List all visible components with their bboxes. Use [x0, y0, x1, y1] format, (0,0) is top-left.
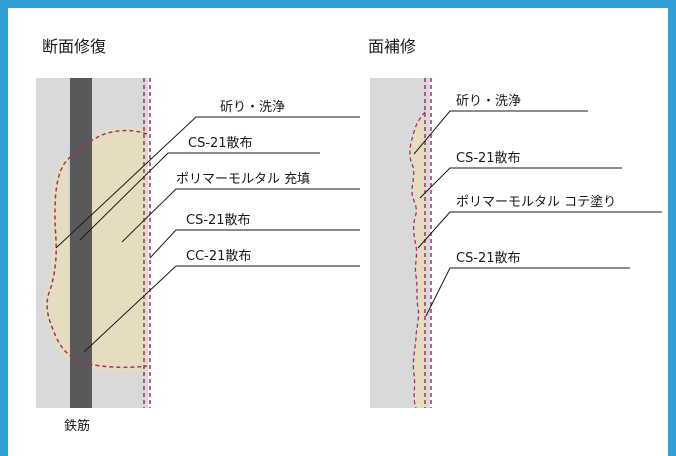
- right-leader-2: [419, 167, 622, 199]
- left-leader-4: [149, 229, 360, 259]
- left-leader-5: [83, 265, 360, 353]
- left-label-2: CS-21散布: [188, 136, 253, 151]
- left-label-3: ポリマーモルタル 充填: [176, 171, 310, 187]
- left-label-1: 斫り・洗浄: [220, 100, 285, 115]
- right-title: 面補修: [368, 37, 416, 56]
- left-dashed-outline: [46, 129, 148, 369]
- left-leader-1: [55, 116, 360, 249]
- right-label-4: CS-21散布: [456, 251, 521, 266]
- rebar-label: 鉄筋: [64, 418, 90, 434]
- left-label-4: CS-21散布: [186, 213, 251, 228]
- right-leader-3: [417, 211, 662, 249]
- right-leader-4: [425, 267, 630, 317]
- rebar: [70, 78, 92, 408]
- right-label-1: 斫り・洗浄: [456, 94, 521, 109]
- left-label-5: CC-21散布: [186, 249, 251, 264]
- left-leader-3: [121, 188, 360, 243]
- right-label-2: CS-21散布: [456, 151, 521, 166]
- right-leader-1: [413, 110, 588, 155]
- left-leader-2: [79, 152, 320, 241]
- left-title: 断面修復: [42, 37, 106, 56]
- right-dashed-outline: [409, 111, 426, 409]
- right-mortar-layer: [409, 112, 425, 408]
- right-label-3: ポリマーモルタル コテ塗り: [456, 194, 616, 210]
